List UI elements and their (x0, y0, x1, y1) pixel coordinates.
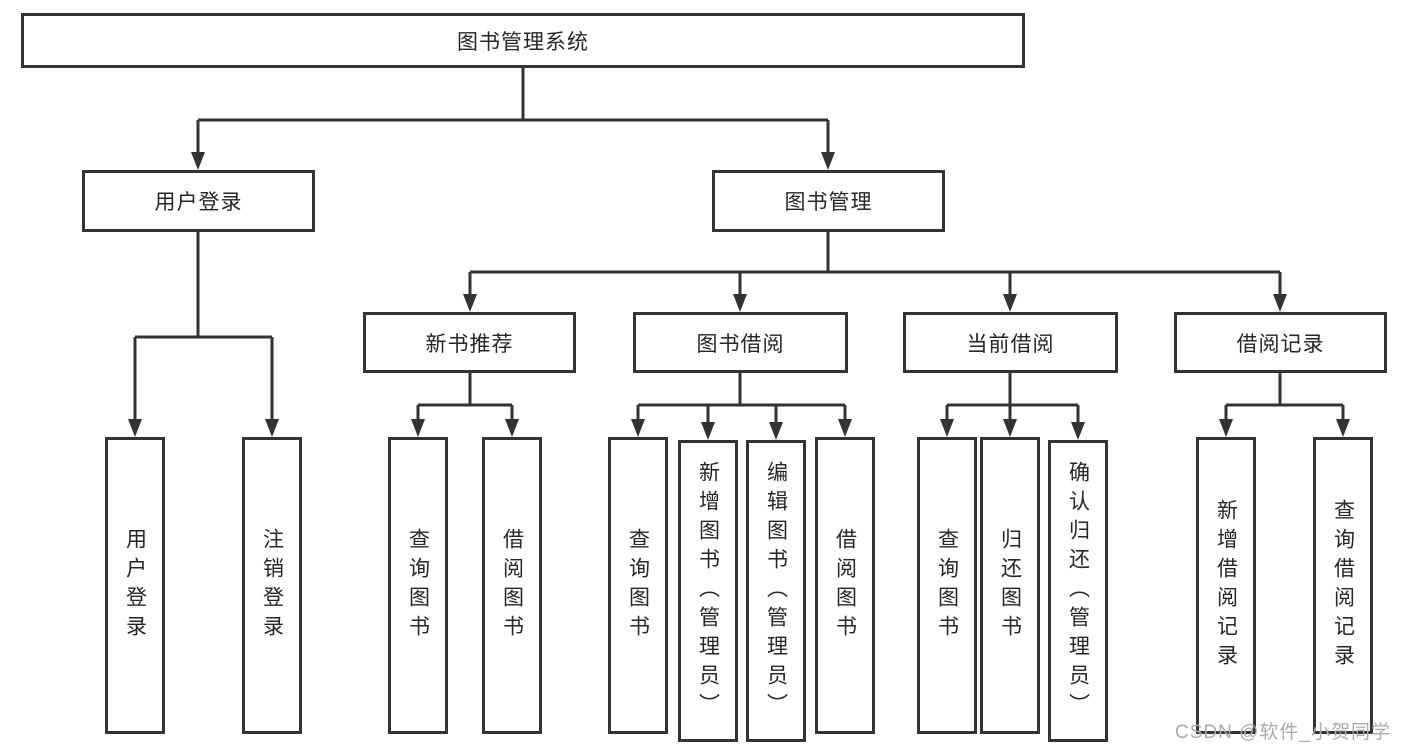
node-system-root: 图书管理系统 (21, 13, 1025, 68)
leaf-edit-books-admin: 编辑图书（管理员） (746, 440, 806, 742)
leaf-query-books-borrow: 查询图书 (608, 437, 668, 734)
leaf-query-borrow-record: 查询借阅记录 (1313, 437, 1373, 734)
node-new-book-recommend: 新书推荐 (363, 312, 576, 373)
leaf-return-books: 归还图书 (980, 437, 1040, 734)
csdn-watermark: CSDN @软件_小贺同学 (1175, 722, 1391, 743)
arrowheads (128, 152, 1350, 440)
node-borrow-records: 借阅记录 (1174, 312, 1387, 373)
leaf-logout: 注销登录 (242, 437, 302, 734)
leaf-borrow-books: 借阅图书 (815, 437, 875, 734)
node-user-login: 用户登录 (82, 170, 315, 232)
node-book-borrow: 图书借阅 (633, 312, 848, 373)
leaf-query-books-current: 查询图书 (917, 437, 977, 734)
leaf-add-borrow-record: 新增借阅记录 (1196, 437, 1256, 734)
leaf-user-login: 用户登录 (105, 437, 165, 734)
leaf-borrow-books-recommend: 借阅图书 (482, 437, 542, 734)
leaf-confirm-return-admin: 确认归还（管理员） (1048, 440, 1108, 742)
leaf-query-books-recommend: 查询图书 (388, 437, 448, 734)
node-current-borrow: 当前借阅 (903, 312, 1118, 373)
leaf-add-books-admin: 新增图书（管理员） (678, 440, 738, 742)
node-book-management: 图书管理 (712, 170, 945, 232)
